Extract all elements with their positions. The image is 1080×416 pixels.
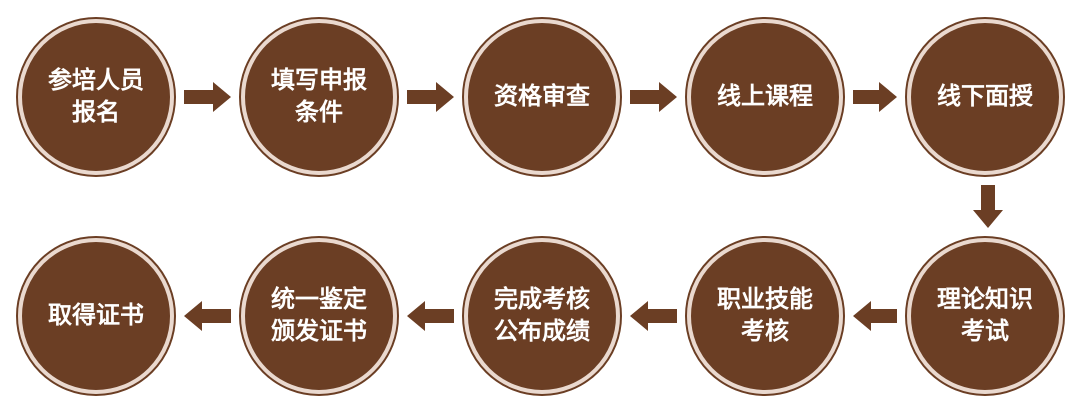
flow-arrow (407, 301, 454, 331)
flow-arrow (184, 82, 231, 112)
flow-step-circle (18, 238, 174, 394)
flow-step-label: 颁发证书 (271, 317, 367, 345)
flow-step-ring (905, 236, 1065, 396)
flow-step-label: 完成考核 (494, 285, 590, 313)
flow-arrow (973, 185, 1003, 228)
flow-step-circle (464, 238, 620, 394)
flow-step-label: 考试 (961, 317, 1009, 345)
flow-step-label: 线下面授 (937, 82, 1034, 110)
flow-step-circle (464, 19, 620, 175)
flow-step-ring (905, 17, 1065, 177)
flow-step-label: 条件 (295, 98, 343, 126)
flow-arrows (184, 82, 1003, 331)
flow-step-label: 职业技能 (717, 285, 813, 313)
flow-step-circle (907, 19, 1063, 175)
flow-step-circle (241, 238, 397, 394)
flow-step-ring (685, 17, 845, 177)
flow-step-circle (907, 238, 1063, 394)
flow-step-circle (687, 19, 843, 175)
flow-step-circle (241, 19, 397, 175)
flow-step-label: 理论知识 (937, 285, 1033, 313)
flow-arrow (630, 82, 677, 112)
flow-step: 资格审查 (462, 17, 622, 177)
flow-step-label: 统一鉴定 (271, 285, 367, 313)
flow-step-ring (462, 236, 622, 396)
flow-step-label: 取得证书 (48, 301, 144, 329)
flow-step-ring (462, 17, 622, 177)
flow-step-label: 资格审查 (494, 82, 590, 110)
flow-arrow (853, 301, 897, 331)
flow-step-label: 参培人员 (48, 66, 144, 94)
flow-step-label: 报名 (72, 98, 120, 126)
flow-steps: 参培人员报名填写申报条件资格审查线上课程线下面授理论知识考试职业技能考核完成考核… (16, 17, 1065, 396)
flow-step: 线上课程 (685, 17, 845, 177)
flow-step-ring (16, 236, 176, 396)
flow-step-label: 公布成绩 (494, 317, 590, 345)
flow-step: 线下面授 (905, 17, 1065, 177)
flow-step-circle (687, 238, 843, 394)
flow-step-ring (239, 17, 399, 177)
flow-arrow (630, 301, 677, 331)
flow-step-circle (18, 19, 174, 175)
flow-step-ring (16, 17, 176, 177)
flow-step-ring (239, 236, 399, 396)
flow-step-label: 填写申报 (271, 66, 367, 94)
flow-step-label: 线上课程 (717, 82, 813, 110)
flow-arrow (407, 82, 454, 112)
flow-arrow (853, 82, 897, 112)
flow-step-label: 考核 (741, 317, 789, 345)
flow-arrow (184, 301, 231, 331)
flow-step-ring (685, 236, 845, 396)
flow-step: 取得证书 (16, 236, 176, 396)
